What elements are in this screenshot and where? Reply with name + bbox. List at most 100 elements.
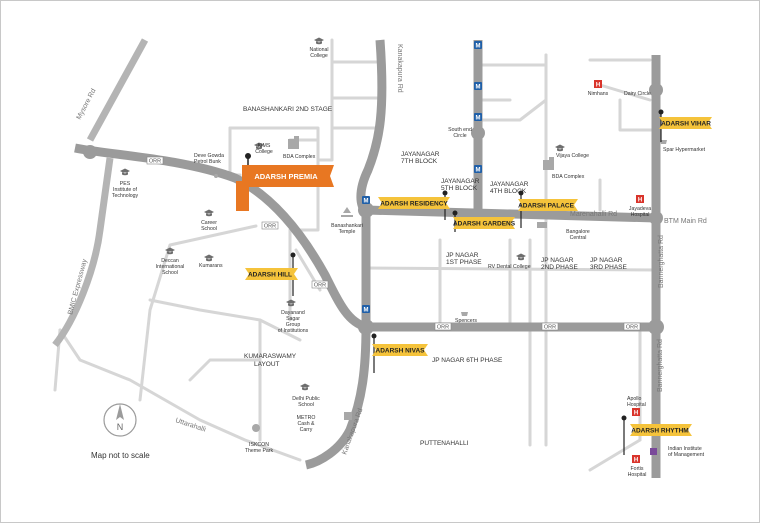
project-label: ADARSH PREMIA	[254, 172, 318, 181]
landmark-pes-3: Technology	[112, 193, 139, 199]
landmark-pes-2: Institute of	[113, 187, 137, 193]
landmark-iim-1: Indian Institute	[668, 446, 702, 452]
project-marker-residency[interactable]: ADARSH RESIDENCY	[378, 190, 450, 221]
mysore-road	[86, 38, 149, 142]
locality-jayanagar4-line1: JAYANAGAR	[490, 181, 529, 188]
locality-jayanagar7-line1: JAYANAGAR	[401, 151, 440, 158]
svg-text:H: H	[634, 411, 638, 417]
road-label-marenahalli: Marenahalli Rd	[570, 211, 617, 218]
graduation-cap-icon	[300, 383, 310, 391]
road-label-bannerghatta-lower: Bannerghatta Rd	[657, 339, 664, 392]
mall-icon	[537, 222, 547, 228]
kanakapura-road	[304, 39, 387, 470]
landmark-iskcon-1: ISKCON	[249, 442, 269, 448]
building-icons	[214, 136, 667, 432]
landmark-spencers: Spencers	[455, 318, 477, 324]
cart-icon	[461, 312, 468, 316]
landmark-dayanand-2: Sagar	[286, 316, 300, 322]
temple-icon	[341, 207, 353, 217]
building-icon	[294, 136, 299, 149]
metro-cash-carry-icon	[344, 412, 352, 420]
landmark-apollo-1: Apollo	[627, 396, 642, 402]
orr-badge: ORR	[264, 224, 276, 230]
locality-jpnagar2-line1: JP NAGAR	[541, 257, 574, 264]
compass-letter: N	[117, 422, 124, 432]
locality-jayanagar7-line2: 7TH BLOCK	[401, 158, 438, 165]
landmark-career-1: Career	[201, 220, 217, 226]
compass: N	[103, 403, 137, 437]
landmark-career-2: School	[201, 226, 217, 232]
project-marker-palace[interactable]: ADARSH PALACE	[518, 190, 578, 229]
locality-banashankari: BANASHANKARI 2ND STAGE	[243, 106, 333, 113]
building-icon	[543, 160, 549, 170]
project-label: ADARSH RHYTHM	[631, 428, 688, 435]
project-marker-nivas[interactable]: ADARSH NIVAS	[371, 333, 429, 374]
svg-text:H: H	[634, 458, 638, 464]
project-label: ADARSH VIHAR	[661, 121, 711, 128]
landmark-icons: H H H H	[120, 37, 667, 464]
landmark-dayanand-4: of Institutions	[278, 328, 309, 334]
svg-text:H: H	[596, 83, 600, 89]
landmark-dayanand-3: Group	[286, 322, 301, 328]
graduation-cap-icon	[286, 299, 296, 307]
orr-badge: ORR	[544, 325, 556, 331]
road-label-bannerghatta: Bannerghatta Rd	[658, 235, 665, 288]
education-icons	[120, 37, 565, 391]
project-label: ADARSH GARDENS	[453, 221, 516, 228]
hospital-icon: H	[594, 80, 602, 89]
project-label: ADARSH RESIDENCY	[380, 201, 448, 208]
iim-icon	[650, 448, 657, 455]
locality-jpnagar3-line2: 3RD PHASE	[590, 264, 628, 271]
landmark-southend-1: South end	[448, 127, 472, 133]
project-markers: ADARSH PREMIA ADARSH RESIDENCY ADARSH GA…	[236, 109, 713, 456]
landmark-fortis-1: Fortis	[631, 466, 644, 472]
landmark-deccan-1: Deccan	[161, 258, 179, 264]
svg-text:M: M	[364, 199, 369, 205]
project-marker-hill[interactable]: ADARSH HILL	[245, 252, 298, 297]
landmark-metro-2: Cash &	[297, 421, 315, 427]
landmark-nimhans: Nimhans	[588, 91, 609, 97]
featured-flag	[242, 165, 334, 187]
building-icon	[288, 139, 294, 149]
locality-jpnagar6: JP NAGAR 6TH PHASE	[432, 357, 503, 364]
landmark-iskcon-2: Theme Park	[245, 448, 274, 454]
landmark-deccan-2: International	[156, 264, 185, 270]
landmark-fortis-2: Hospital	[628, 472, 647, 478]
landmark-dps-1: Delhi Public	[292, 396, 320, 402]
landmark-central-2: Central	[570, 235, 587, 241]
landmark-jayadeva-2: Hospital	[631, 212, 650, 218]
landmark-dps-2: School	[298, 402, 314, 408]
landmark-kims-2: College	[255, 149, 273, 155]
project-marker-rhythm[interactable]: ADARSH RHYTHM	[621, 415, 693, 456]
landmark-apollo-2: Hospital	[627, 402, 646, 408]
svg-text:M: M	[476, 116, 481, 122]
marenahalli-road	[365, 205, 657, 223]
road-label-btm: BTM Main Rd	[664, 218, 707, 225]
landmark-spar: Spar Hypermarket	[663, 147, 706, 153]
localities: BANASHANKARI 2ND STAGE JAYANAGAR 7TH BLO…	[243, 106, 628, 447]
graduation-cap-icon	[165, 247, 175, 255]
project-label: ADARSH PALACE	[518, 203, 575, 210]
landmark-rv-dental: RV Dental College	[488, 264, 531, 270]
project-label: ADARSH NIVAS	[376, 348, 426, 355]
landmark-bda-west: BDA Complex	[283, 154, 316, 160]
landmark-temple-1: Banashankari	[331, 223, 363, 229]
orr-badge: ORR	[437, 325, 449, 331]
landmark-dayanand-1: Dayanand	[281, 310, 305, 316]
north-arrow-icon	[116, 404, 124, 420]
park-icon	[252, 424, 260, 432]
graduation-cap-icon	[204, 254, 214, 262]
bmic-expressway	[52, 157, 114, 348]
locality-kumaraswamy-line1: KUMARASWAMY	[244, 353, 297, 360]
project-marker-gardens[interactable]: ADARSH GARDENS	[452, 210, 516, 233]
project-marker-premia[interactable]: ADARSH PREMIA	[236, 153, 334, 211]
locality-jpnagar1-line1: JP NAGAR	[446, 252, 479, 259]
junctions	[83, 83, 664, 335]
locality-jayanagar5-line1: JAYANAGAR	[441, 178, 480, 185]
landmark-labels: National College KIMS College BDA Comple…	[112, 47, 706, 478]
project-marker-vihar[interactable]: ADARSH VIHAR	[658, 109, 713, 143]
metro-markers: M M M M M M	[362, 41, 482, 314]
graduation-cap-icon	[204, 209, 214, 217]
